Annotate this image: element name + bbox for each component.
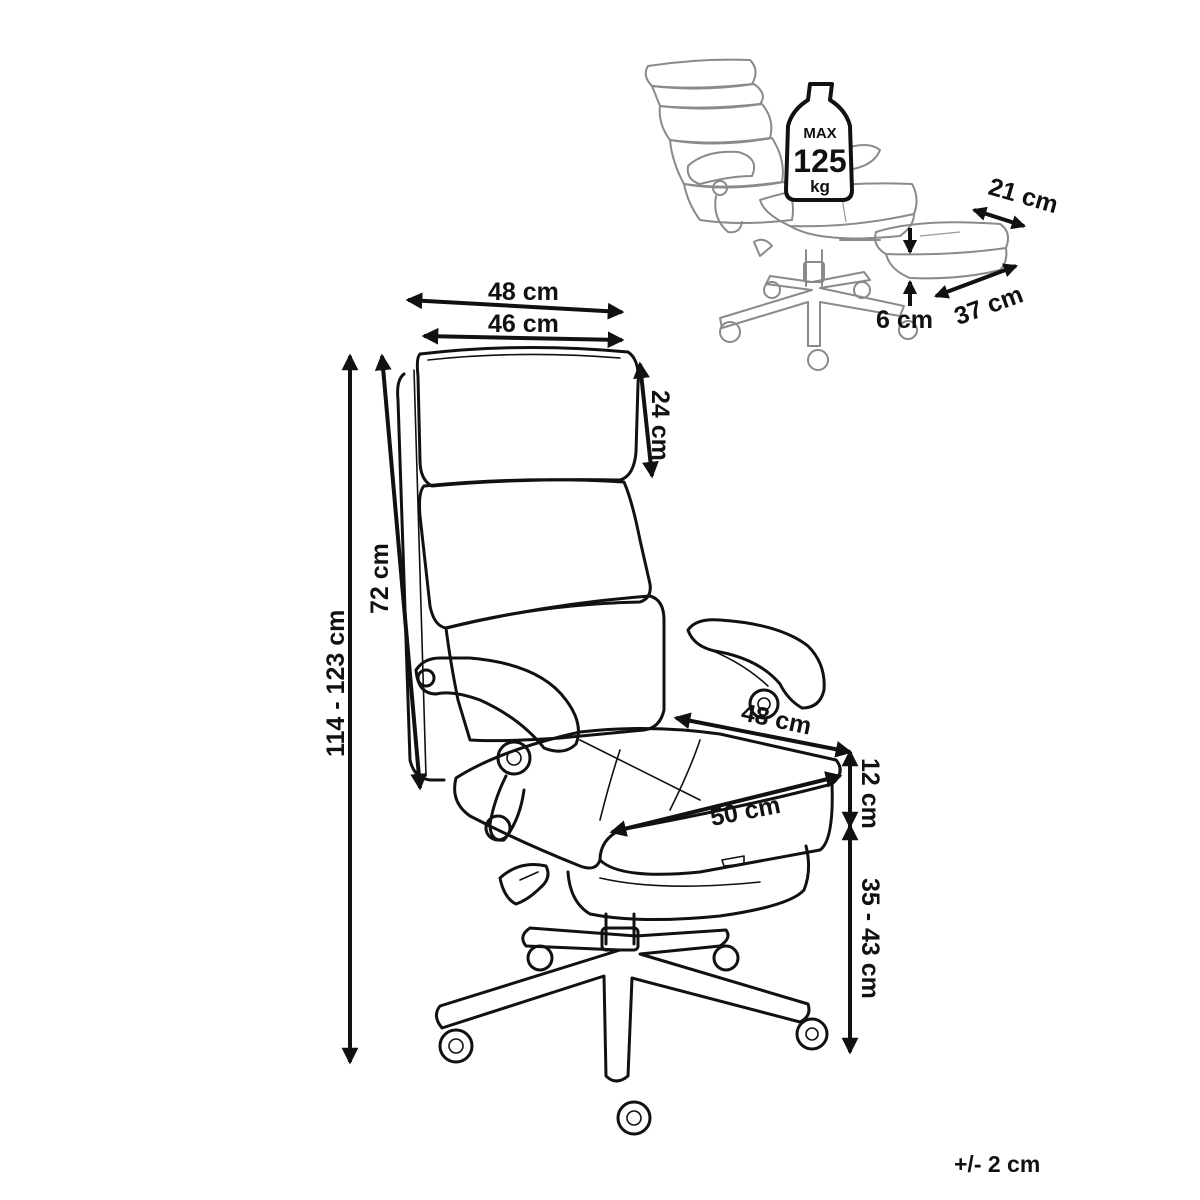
back-width-inner-arrow bbox=[421, 327, 625, 349]
backrest-height-label: 72 cm bbox=[366, 543, 394, 614]
seat-width-label: 50 cm bbox=[708, 791, 783, 832]
max-load-value: 125 bbox=[793, 143, 846, 179]
total-height-label: 114 - 123 cm bbox=[322, 610, 350, 757]
footrest-dimensions: 21 cm 37 cm 6 cm bbox=[876, 173, 1061, 334]
back-width-outer-arrow bbox=[405, 292, 625, 320]
main-chair-illustration bbox=[396, 345, 842, 1136]
footrest-depth-label: 21 cm bbox=[985, 173, 1061, 219]
footrest-width-arrow bbox=[933, 263, 1019, 299]
back-width-inner-label: 46 cm bbox=[488, 310, 559, 338]
footrest-depth-arrow bbox=[971, 206, 1027, 230]
back-width-outer-label: 48 cm bbox=[488, 278, 559, 306]
backrest-height-arrow bbox=[374, 353, 428, 791]
headrest-height-label: 24 cm bbox=[646, 390, 674, 461]
main-chair-dimensions: 48 cm 46 cm 24 cm 72 cm 114 - 123 cm 48 … bbox=[322, 278, 884, 1065]
seat-depth-arrow bbox=[673, 712, 853, 758]
max-load-label: MAX bbox=[803, 125, 836, 142]
seat-thickness-label: 12 cm bbox=[856, 758, 884, 829]
max-load-unit: kg bbox=[810, 177, 830, 196]
footrest-thickness-label: 6 cm bbox=[876, 306, 933, 334]
headrest-height-arrow bbox=[633, 361, 659, 479]
tolerance-note: +/- 2 cm bbox=[954, 1151, 1040, 1177]
seat-height-label: 35 - 43 cm bbox=[856, 878, 884, 999]
seat-width-arrow bbox=[609, 771, 843, 837]
max-load-badge: MAX 125 kg bbox=[784, 82, 854, 202]
